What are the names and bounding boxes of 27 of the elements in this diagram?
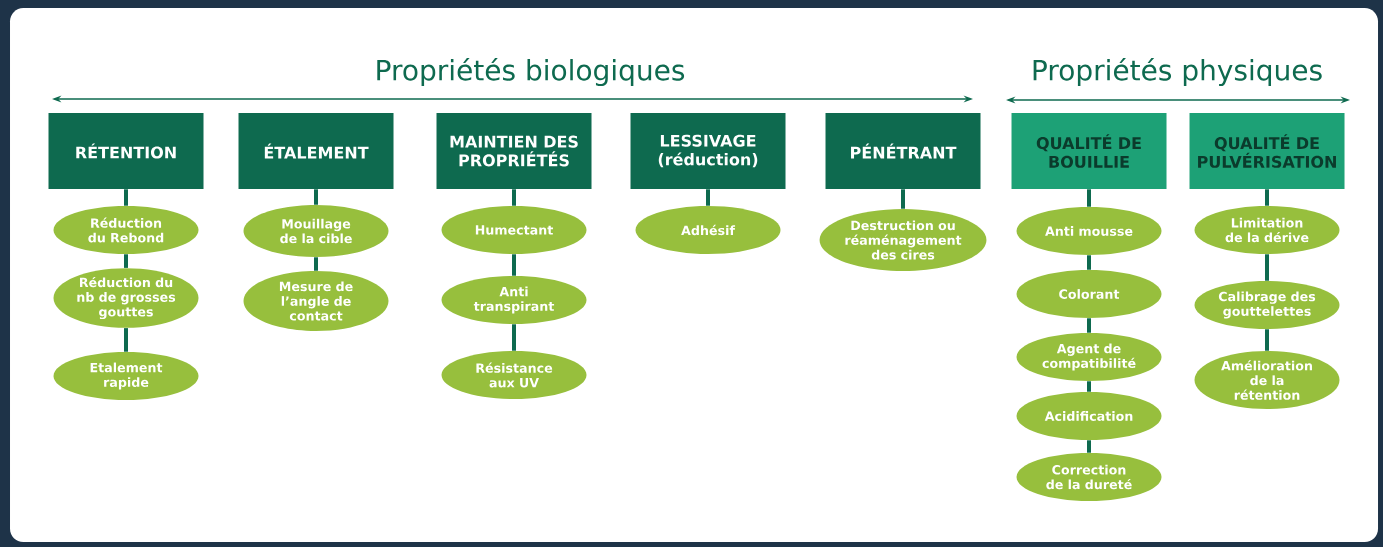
connector-line xyxy=(1087,255,1091,270)
connector-line xyxy=(1265,254,1269,281)
category-box: ÉTALEMENT xyxy=(238,113,394,189)
connector-line xyxy=(1087,440,1091,453)
connector-line xyxy=(512,254,516,276)
connector-line xyxy=(124,254,128,268)
category-box: MAINTIEN DES PROPRIÉTÉS xyxy=(436,113,592,189)
connector-line xyxy=(314,189,318,205)
category-box: QUALITÉ DE BOUILLIE xyxy=(1011,113,1167,189)
connector-line xyxy=(1265,329,1269,351)
connector-line xyxy=(512,189,516,206)
connector-line xyxy=(901,189,905,209)
connector-line xyxy=(1087,189,1091,207)
category-box: RÉTENTION xyxy=(48,113,204,189)
section-heading: Propriétés biologiques xyxy=(377,57,685,87)
connector-line xyxy=(512,324,516,351)
category-box: QUALITÉ DE PULVÉRISATION xyxy=(1189,113,1345,189)
connector-line xyxy=(124,189,128,206)
connector-line xyxy=(1265,189,1269,206)
connector-line xyxy=(706,189,710,206)
connector-line xyxy=(314,257,318,271)
category-box: LESSIVAGE (réduction) xyxy=(630,113,786,189)
connector-line xyxy=(1087,381,1091,392)
connector-line xyxy=(124,328,128,352)
section-heading: Propriétés physiques xyxy=(1033,57,1322,87)
connector-line xyxy=(1087,318,1091,333)
category-box: PÉNÉTRANT xyxy=(825,113,981,189)
